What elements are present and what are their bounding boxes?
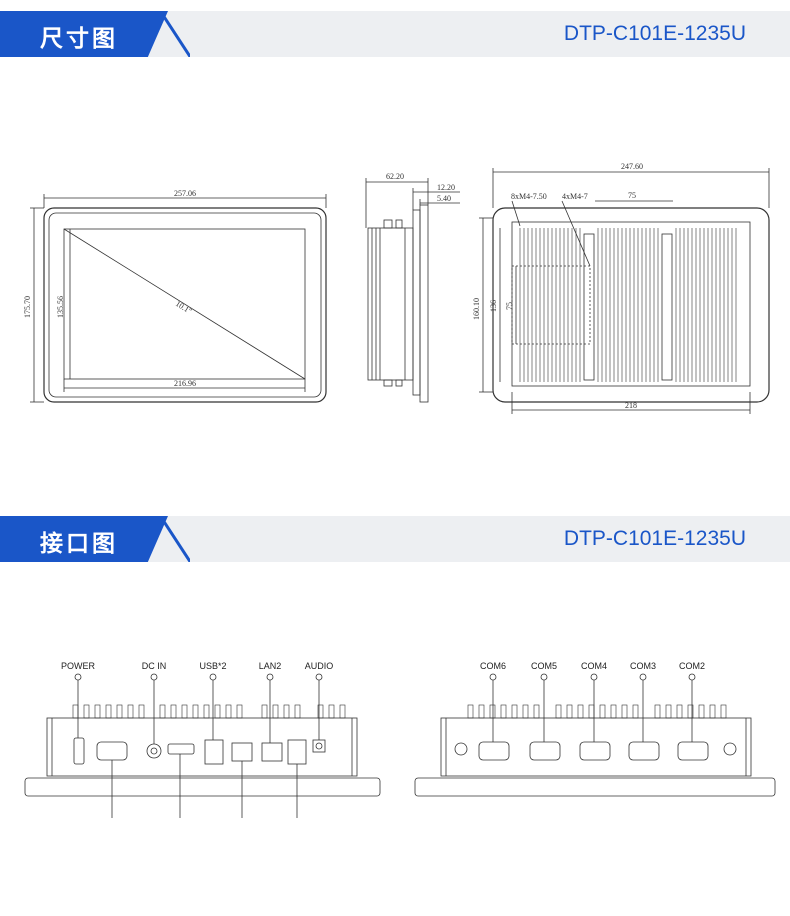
port-label-audio: AUDIO [305, 661, 334, 671]
dim-vesa-width-label: 75 [628, 191, 636, 200]
front-inner-bezel [48, 212, 322, 398]
dim-width-label: 257.06 [174, 189, 196, 198]
dc-in-jack [146, 743, 162, 759]
header-slash [160, 516, 190, 562]
diagonal-label: 10.1" [174, 299, 193, 316]
dim-panel-label: 5.40 [437, 194, 451, 203]
lan1-port-shape [231, 742, 253, 762]
port-label-usb: USB*2 [199, 661, 226, 671]
port-label-com2: COM2 [679, 661, 705, 671]
ground-screw [454, 742, 468, 756]
section-title: 接口图 [40, 531, 118, 557]
dim-height-label: 175.70 [23, 296, 32, 318]
side-panel [419, 204, 429, 403]
port-label-dc-in: DC IN [142, 661, 167, 671]
com4-port-shape [579, 741, 611, 761]
port-label-lan2: LAN2 [259, 661, 282, 671]
usb-port-shape [287, 739, 307, 765]
header-slash [160, 11, 190, 57]
io-body [46, 717, 358, 777]
back-view [479, 168, 770, 414]
com3-port-shape [628, 741, 660, 761]
lan2-port-shape [261, 742, 283, 762]
dim-depth-label: 62.20 [386, 172, 404, 181]
side-bezel [412, 209, 421, 396]
model-label: DTP-C101E-1235U [563, 22, 746, 45]
dim-vesa-height-label: 75 [505, 302, 514, 310]
io-panel-right [414, 673, 776, 797]
section-header-dimensions: 尺寸图 DTP-C101E-1235U [0, 11, 790, 57]
io-panel-left [24, 673, 381, 818]
com1-port-shape [96, 741, 128, 761]
header-tab [0, 11, 168, 57]
io-bezel [414, 777, 776, 797]
model-label: DTP-C101E-1235U [563, 527, 746, 550]
section-header-interfaces: 接口图 DTP-C101E-1235U [0, 516, 790, 562]
dim-screen-height-label: 135.56 [56, 296, 65, 318]
front-view [30, 194, 327, 403]
usb-port-shape [204, 739, 224, 765]
side-body [367, 227, 414, 381]
port-label-power: POWER [61, 661, 96, 671]
screw-label-2: 4xM4-7 [562, 192, 588, 201]
screw-label-1: 8xM4-7.50 [511, 192, 547, 201]
section-title: 尺寸图 [40, 26, 118, 52]
dim-back-width-label: 247.60 [621, 162, 643, 171]
com6-port-shape [478, 741, 510, 761]
io-bezel [24, 777, 381, 797]
hdmi-port-shape [167, 743, 195, 755]
com5-port-shape [529, 741, 561, 761]
dim-mount-width-label: 218 [625, 401, 637, 410]
port-label-com6: COM6 [480, 661, 506, 671]
front-screen [63, 228, 306, 380]
port-label-com4: COM4 [581, 661, 607, 671]
dim-back-height-label: 160.10 [472, 298, 481, 320]
front-bezel [43, 207, 327, 403]
audio-jack [312, 739, 326, 753]
port-label-com3: COM3 [630, 661, 656, 671]
ground-screw [723, 742, 737, 756]
back-bezel [492, 207, 770, 403]
power-button-shape [73, 737, 85, 765]
dim-screen-width-label: 216.96 [174, 379, 196, 388]
dim-inner-height-label: 136 [489, 300, 498, 312]
header-tab [0, 516, 168, 562]
io-body [440, 717, 752, 777]
dim-bezel-label: 12.20 [437, 183, 455, 192]
com2-port-shape [677, 741, 709, 761]
port-label-com5: COM5 [531, 661, 557, 671]
side-view [365, 178, 460, 403]
screen-diagonal [63, 228, 306, 380]
